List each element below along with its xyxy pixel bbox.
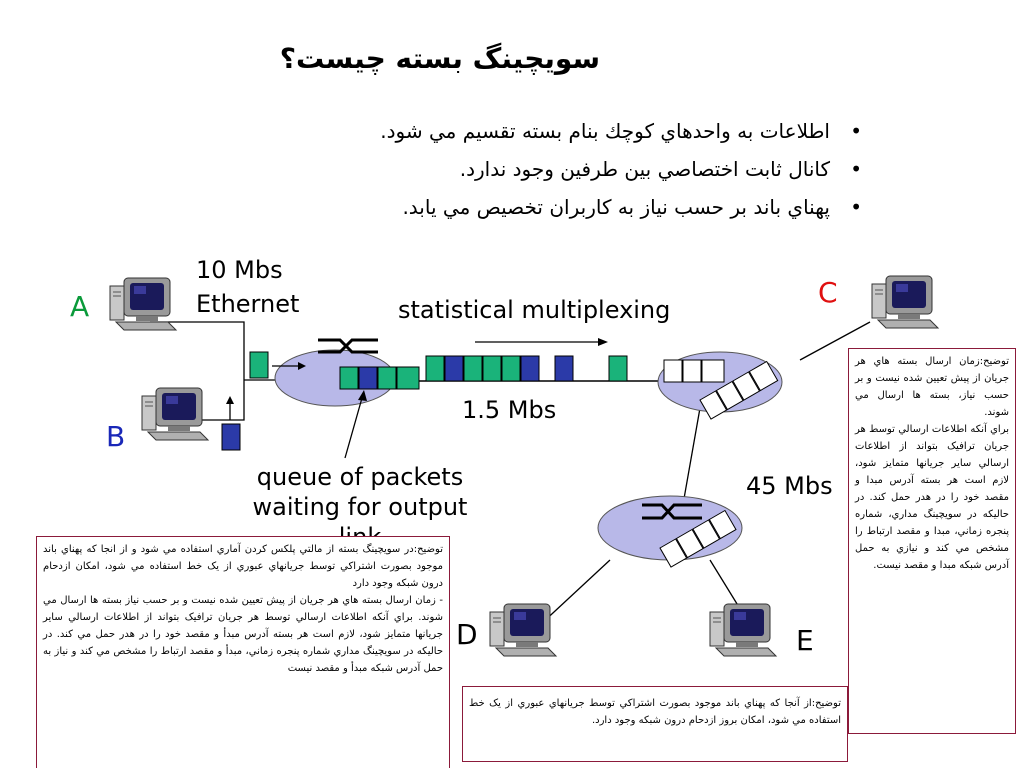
host-label-b: B <box>106 420 126 453</box>
note-right: توضيح:زمان ارسال بسته هاي هر جريان از پي… <box>848 348 1016 734</box>
host-label-e: E <box>796 624 814 657</box>
bullet-text: كانال ثابت اختصاصي بين طرفين وجود ندارد. <box>459 157 830 181</box>
bullet-dot: • <box>850 119 862 143</box>
link-c <box>799 321 871 361</box>
stat-mux-label: statistical multiplexing <box>398 296 671 324</box>
bullet-item: • كانال ثابت اختصاصي بين طرفين وجود ندارد… <box>290 150 870 188</box>
ethernet-rate-label: 10 Mbs <box>196 256 283 284</box>
router-switch-icon <box>318 338 378 354</box>
queue-label-line: queue of packets <box>256 463 464 491</box>
queued-packet-green <box>396 366 420 390</box>
ethernet-label: Ethernet <box>196 290 300 318</box>
bullet-list: • اطلاعات به واحدهاي كوچك بنام بسته تقسيم… <box>290 112 870 226</box>
link-b <box>200 380 245 421</box>
router-3 <box>597 495 743 568</box>
bullet-dot: • <box>850 157 862 181</box>
link-1-5mbs-label: 1.5 Mbs <box>462 396 557 424</box>
host-label-c: C <box>818 276 838 309</box>
packet-train <box>425 355 628 382</box>
note-paragraph: توضيح:زمان ارسال بسته هاي هر جريان از پي… <box>855 356 1009 418</box>
packet-blue <box>221 423 241 451</box>
bullet-item: • پهناي باند بر حسب نياز به كاربران تخصيص… <box>290 188 870 226</box>
note-left: توضيح:در سويچينگ بسته از مالتي پلكس كردن… <box>36 536 450 768</box>
note-paragraph: براي آنكه اطلاعات ارسالي توسط هر جريان ت… <box>855 424 1009 571</box>
slide-title: سويچينگ بسته چيست؟ <box>279 42 600 75</box>
computer-icon <box>489 603 557 657</box>
router-2 <box>657 351 783 420</box>
bullet-text: اطلاعات به واحدهاي كوچك بنام بسته تقسيم … <box>380 119 830 143</box>
packet-green <box>249 351 269 379</box>
computer-icon <box>109 277 177 331</box>
router-1 <box>274 338 420 407</box>
link-d <box>539 559 611 626</box>
link-a <box>150 321 245 380</box>
host-label-d: D <box>456 618 478 651</box>
bullet-item: • اطلاعات به واحدهاي كوچك بنام بسته تقسيم… <box>290 112 870 150</box>
bullet-dot: • <box>850 195 862 219</box>
note-bottom: توضيح:از آنجا كه پهناي باند موجود بصورت … <box>462 686 848 762</box>
queued-packet-green <box>377 366 397 390</box>
computer-icon <box>141 387 209 441</box>
queued-packet-blue <box>358 366 378 390</box>
host-label-a: A <box>70 290 90 323</box>
bullet-text: پهناي باند بر حسب نياز به كاربران تخصيص … <box>402 195 830 219</box>
computer-icon <box>709 603 777 657</box>
note-paragraph: - زمان ارسال بسته هاي هر جريان از پيش تع… <box>43 595 443 674</box>
link-45mbs-label: 45 Mbs <box>746 472 833 500</box>
note-paragraph: توضيح:از آنجا كه پهناي باند موجود بصورت … <box>469 698 841 726</box>
queue-label-line: waiting for output <box>252 493 468 521</box>
router-switch-icon <box>642 503 702 520</box>
queued-packet-green <box>339 366 359 390</box>
note-paragraph: توضيح:در سويچينگ بسته از مالتي پلكس كردن… <box>43 544 443 589</box>
link-45mbs <box>681 407 701 511</box>
computer-icon <box>871 275 939 329</box>
